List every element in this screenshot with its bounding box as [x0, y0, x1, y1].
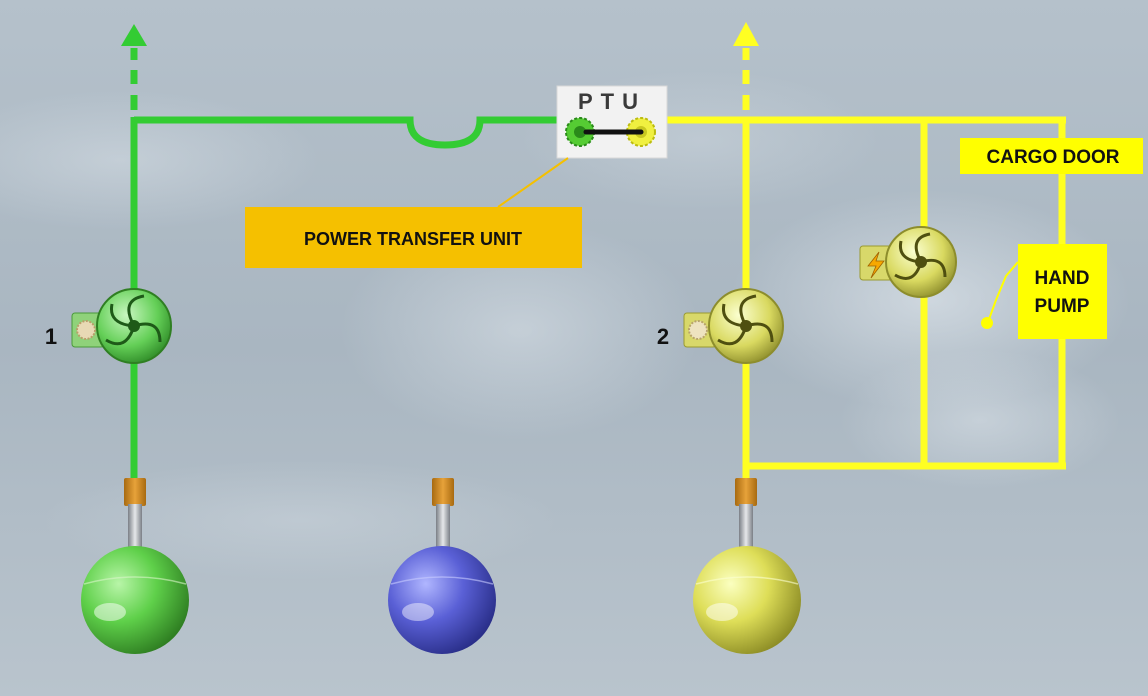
- hand-pump-label-line1: HAND: [1035, 268, 1090, 289]
- ptu-unit: PTU: [556, 85, 668, 159]
- hand-pump-leader: [987, 261, 1019, 323]
- green-reservoir: [81, 478, 189, 654]
- power-transfer-unit-label: POWER TRANSFER UNIT: [304, 229, 522, 249]
- green-pump-number: 1: [45, 324, 57, 349]
- green-arrow-icon: [121, 24, 147, 46]
- hand-pump-label-line2: PUMP: [1035, 296, 1090, 317]
- yellow-arrow-icon: [733, 22, 759, 46]
- hand-pump-marker: [981, 317, 993, 329]
- yellow-engine-pump: [683, 288, 784, 364]
- cargo-door-callout: CARGO DOOR: [960, 138, 1143, 174]
- yellow-electric-pump: [859, 226, 957, 298]
- hand-pump-callout: HAND PUMP: [981, 244, 1107, 339]
- power-transfer-unit-callout: POWER TRANSFER UNIT: [245, 157, 582, 268]
- lightning-icon: [867, 251, 885, 279]
- green-pump-gear-icon: [76, 320, 96, 340]
- yellow-pump-number: 2: [657, 324, 669, 349]
- yellow-reservoir: [693, 478, 801, 654]
- green-engine-pump: [71, 288, 172, 364]
- ptu-title: PTU: [578, 89, 646, 114]
- cargo-door-label: CARGO DOOR: [987, 147, 1120, 168]
- yellow-pump-gear-icon: [688, 320, 708, 340]
- blue-reservoir: [388, 478, 496, 654]
